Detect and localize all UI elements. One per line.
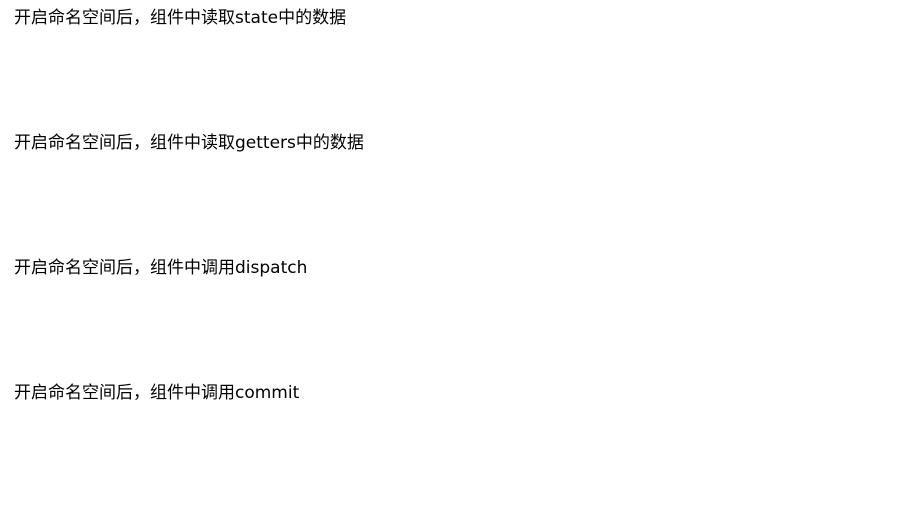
code-line: ②this.$store.dispatch("personAbout/addPe… [14,306,919,331]
section-commit: 开启命名空间后，组件中调用commit ①...mapMutations('co… [14,381,919,456]
code-line: ①...mapActions('countAbout',['incrementO… [14,281,919,306]
code-line: ②this.$store.state.personAbout.personLis… [14,56,919,81]
code-line: ①...mapState('personAbout',['personList'… [14,31,919,56]
section-heading: 开启命名空间后，组件中读取getters中的数据 [14,133,364,153]
section-heading: 开启命名空间后，组件中调用commit [14,383,300,403]
section-heading: 开启命名空间后，组件中读取state中的数据 [14,8,347,28]
code-line: ①...mapGetters('countAbout',['bigSum']) [14,156,919,181]
section-state: 开启命名空间后，组件中读取state中的数据 ①...mapState('per… [14,6,919,81]
code-line: ①...mapMutations('countAbout',{increment… [14,406,919,431]
document-body: 开启命名空间后，组件中读取state中的数据 ①...mapState('per… [14,6,919,506]
code-line: ②this.$store.commit("personAbout/ADD_PER… [14,431,919,456]
code-line: ②this.$store.getters['personAbout/firstP… [14,181,919,206]
section-dispatch: 开启命名空间后，组件中调用dispatch ①...mapActions('co… [14,256,919,331]
section-heading: 开启命名空间后，组件中调用dispatch [14,258,308,278]
section-getters: 开启命名空间后，组件中读取getters中的数据 ①...mapGetters(… [14,131,919,206]
